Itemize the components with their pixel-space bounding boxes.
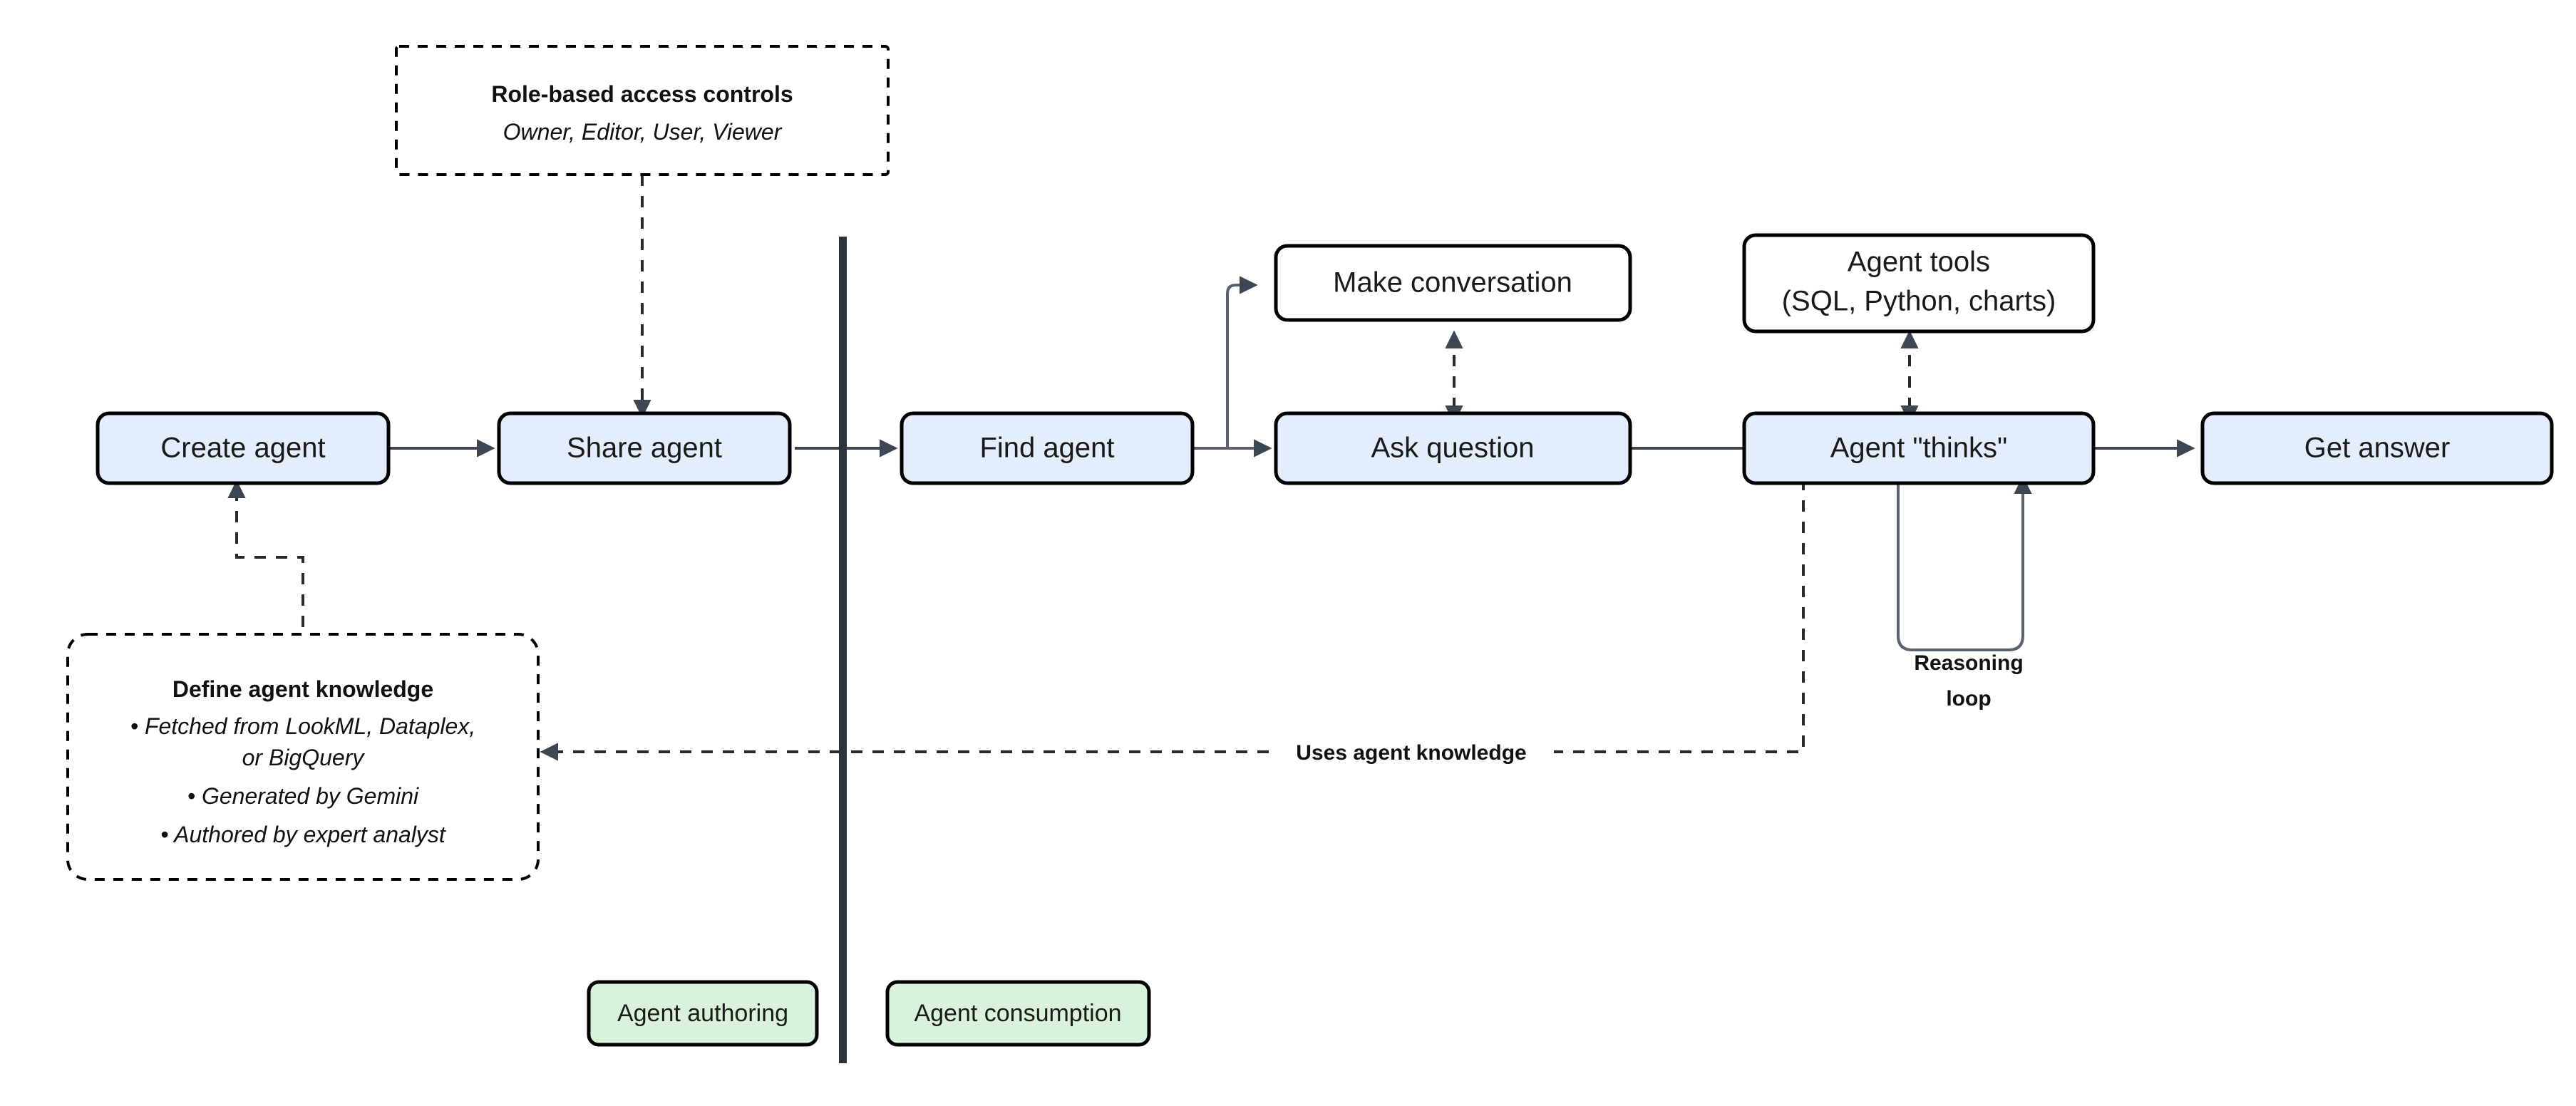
- connector-reasoning-loop: [1897, 475, 2032, 651]
- node-find-agent[interactable]: Find agent: [900, 411, 1195, 485]
- label-uses-agent-knowledge: Uses agent knowledge: [1296, 741, 1526, 765]
- note-knowledge-bullet-3: • Authored by expert analyst: [160, 822, 446, 847]
- node-get-answer-label: Get answer: [2304, 433, 2451, 464]
- node-agent-thinks[interactable]: Agent "thinks": [1742, 411, 2096, 485]
- note-knowledge-title: Define agent knowledge: [172, 676, 433, 702]
- node-create-agent-label: Create agent: [160, 433, 325, 464]
- section-divider: [839, 237, 847, 1063]
- label-reasoning-loop: Reasoning loop: [1914, 651, 2023, 710]
- legend-agent-authoring-label: Agent authoring: [617, 1000, 788, 1027]
- label-reasoning-loop-line2: loop: [1946, 687, 1991, 710]
- node-make-conversation-label: Make conversation: [1333, 267, 1572, 299]
- node-agent-thinks-label: Agent "thinks": [1830, 433, 2008, 464]
- note-define-agent-knowledge: Define agent knowledge • Fetched from Lo…: [66, 633, 540, 881]
- legend-agent-authoring[interactable]: Agent authoring: [587, 980, 819, 1047]
- note-knowledge-bullet-0: • Fetched from LookML, Dataplex,: [130, 713, 475, 739]
- node-make-conversation[interactable]: Make conversation: [1274, 244, 1632, 322]
- node-ask-question[interactable]: Ask question: [1274, 411, 1632, 485]
- node-share-agent[interactable]: Share agent: [497, 411, 792, 485]
- node-agent-tools-line2: (SQL, Python, charts): [1782, 286, 2056, 317]
- node-share-agent-label: Share agent: [567, 433, 722, 464]
- note-knowledge-bullet-2: • Generated by Gemini: [187, 783, 419, 809]
- note-rbac-title: Role-based access controls: [491, 81, 793, 107]
- connector-find-to-branch: [1194, 276, 1272, 458]
- node-agent-tools-line1: Agent tools: [1848, 247, 1990, 278]
- node-ask-question-label: Ask question: [1371, 433, 1534, 464]
- label-reasoning-loop-line1: Reasoning: [1914, 651, 2023, 675]
- legend-agent-consumption-label: Agent consumption: [914, 1000, 1121, 1027]
- connector-thinks-uses-knowledge: [540, 479, 1805, 761]
- note-rbac-subtitle: Owner, Editor, User, Viewer: [503, 119, 783, 145]
- node-create-agent[interactable]: Create agent: [96, 411, 391, 485]
- node-find-agent-label: Find agent: [979, 433, 1114, 464]
- node-get-answer[interactable]: Get answer: [2200, 411, 2554, 485]
- legend-agent-consumption[interactable]: Agent consumption: [885, 980, 1151, 1047]
- note-role-based-access-controls: Role-based access controls Owner, Editor…: [395, 45, 890, 176]
- label-uses-agent-knowledge-text: Uses agent knowledge: [1296, 741, 1526, 765]
- note-knowledge-bullet-1: or BigQuery: [242, 745, 366, 770]
- node-agent-tools[interactable]: Agent tools (SQL, Python, charts): [1742, 233, 2096, 334]
